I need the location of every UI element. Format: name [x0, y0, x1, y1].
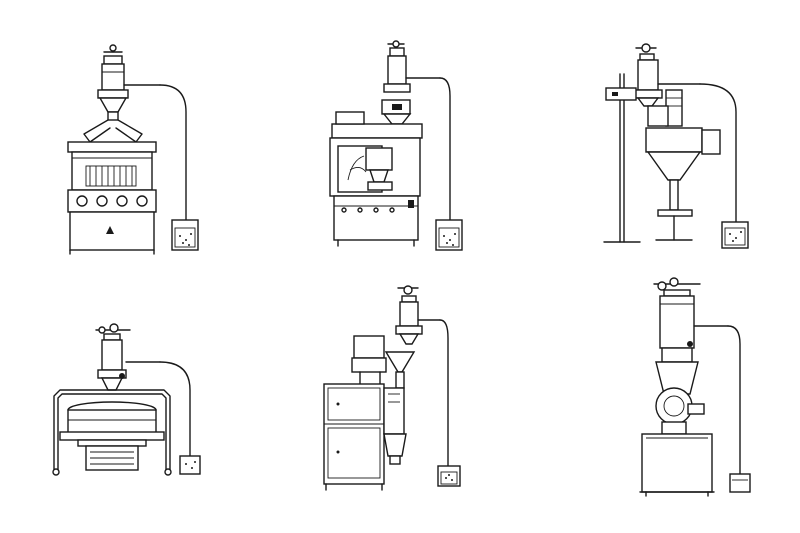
packaging-machine	[323, 285, 461, 491]
vacuum-loader	[95, 323, 161, 391]
tablet-press-machine	[67, 44, 199, 255]
crusher-machine	[639, 277, 751, 497]
vacuum-loader	[97, 44, 161, 121]
vacuum-loader	[395, 285, 441, 345]
vacuum-loader	[653, 277, 729, 349]
auger-filler-machine	[603, 43, 749, 249]
capsule-filler-machine	[329, 40, 463, 251]
vibrating-sieve-machine	[52, 323, 201, 476]
vacuum-loader	[381, 40, 441, 115]
vacuum-loader	[633, 43, 701, 107]
